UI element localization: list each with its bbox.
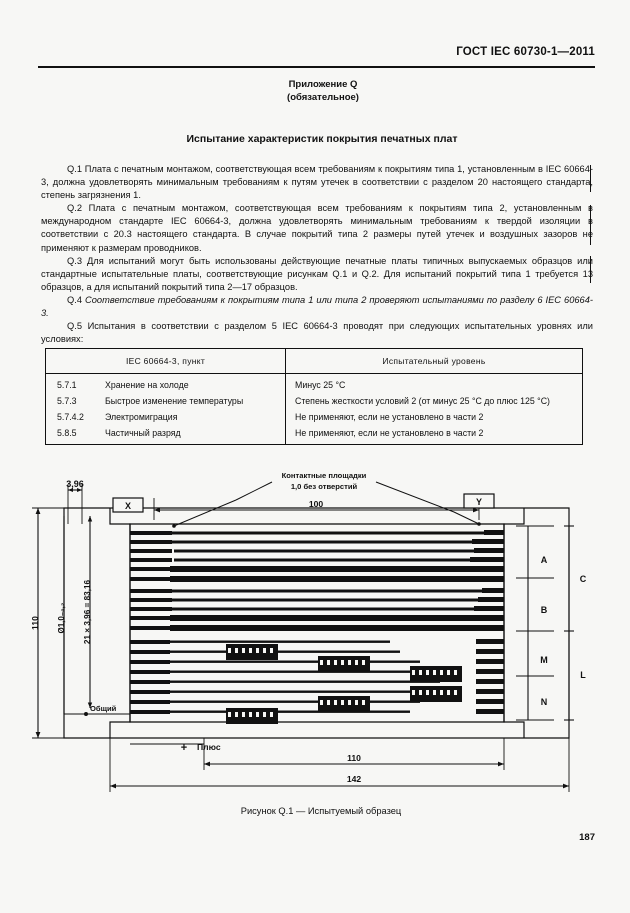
clause-number: 5.7.3 (57, 396, 77, 406)
clause-number: 5.8.5 (57, 428, 77, 438)
table-cell-clause: 5.8.5 Частичный разряд (46, 425, 286, 444)
label-pad-note-2: 1,0 без отверстий (291, 482, 358, 491)
header-rule (38, 66, 595, 68)
test-levels-table: IEC 60664-3, пункт Испытательный уровень… (45, 348, 583, 445)
arrow-head (154, 507, 160, 513)
table-cell-clause: 5.7.1 Хранение на холоде (46, 373, 286, 393)
figure-q1-drawing: 3,96 Контактные площадки 1,0 без отверст… (24, 468, 609, 798)
annex-heading: Приложение Q (обязательное) (0, 78, 630, 104)
label-common: Общий (90, 704, 117, 713)
pad-leader-left-2 (173, 499, 237, 527)
table-cell-level: Минус 25 °C (295, 380, 346, 390)
label-pitch-stack: 21 × 3,96 = 83,16 (83, 579, 92, 644)
table-cell-clause: 5.7.4.2 Электромиграция (46, 409, 286, 425)
arrow-head (87, 702, 93, 708)
label-length-142: 142 (347, 774, 362, 784)
arrow-head (563, 783, 569, 789)
change-bar (590, 205, 592, 245)
label-pitch-top: 3,96 (66, 479, 84, 489)
clause-name: Электромиграция (105, 412, 178, 422)
arrow-head (68, 488, 73, 492)
label-plus: Плюс (197, 742, 221, 752)
table-cell-level: Не применяют, если не установлено в част… (295, 412, 484, 422)
label-marker-x: X (125, 501, 131, 511)
paragraph-q4: Q.4 Соответствие требованиям к покрытиям… (41, 294, 593, 320)
arrow-head (110, 783, 116, 789)
paragraph-q2: Q.2 Плата с печатным монтажом, соответст… (41, 203, 593, 253)
table-header-row: IEC 60664-3, пункт Испытательный уровень (46, 349, 582, 374)
label-length-110: 110 (347, 753, 361, 763)
label-width-100: 100 (309, 499, 324, 509)
pad-leader-left (235, 481, 273, 501)
annex-subtitle: (обязательное) (287, 92, 359, 103)
document-header: ГОСТ IEC 60730-1—2011 (456, 46, 595, 58)
table-header-level: Испытательный уровень (285, 349, 582, 374)
arrow-head (204, 761, 210, 767)
clause-number: 5.7.4.2 (57, 412, 84, 422)
paragraph-q4-lead: Q.4 (67, 294, 86, 305)
label-height-110: 110 (30, 616, 40, 630)
marker-box-x (112, 497, 144, 513)
leader-dot (172, 524, 176, 528)
arrow-head (473, 507, 479, 513)
marker-box-y (463, 493, 495, 509)
label-region-c: C (580, 574, 587, 584)
table-row: 5.7.4.2 Электромиграция Не применяют, есл… (46, 409, 582, 425)
change-bar (590, 256, 592, 283)
common-dot (84, 712, 88, 716)
clause-name: Хранение на холоде (105, 380, 189, 390)
table-cell-level: Не применяют, если не установлено в част… (295, 428, 484, 438)
arrow-head (498, 761, 504, 767)
table-header-clause: IEC 60664-3, пункт (46, 349, 286, 374)
pcb-test-specimen-drawing: 3,96 Контактные площадки 1,0 без отверст… (30, 471, 587, 792)
label-hole-tolerance: Ø1,0₋₀,₂ (57, 602, 66, 633)
label-region-n: N (541, 697, 548, 707)
clause-name: Быстрое изменение температуры (105, 396, 244, 406)
label-region-m: M (540, 655, 548, 665)
paragraph-q3: Q.3 Для испытаний могут быть использован… (41, 255, 593, 292)
table-row: 5.7.3 Быстрое изменение температуры Степе… (46, 393, 582, 409)
label-region-b: B (541, 605, 548, 615)
leader-dot (477, 522, 481, 526)
arrow-head (35, 508, 41, 514)
conductor-tracks-lower (130, 639, 504, 714)
clause-number: 5.7.1 (57, 380, 77, 390)
paragraph-q5: Q.5 Испытания в соответствии с разделом … (41, 321, 593, 345)
table-cell-level: Степень жесткости условий 2 (от минус 25… (295, 396, 550, 406)
label-region-l: L (580, 670, 586, 680)
clause-name: Частичный разряд (105, 428, 181, 438)
label-region-a: A (541, 555, 548, 565)
plus-symbol-icon: + (181, 742, 187, 754)
body-text: Q.1 Плата с печатным монтажом, соответст… (41, 163, 593, 346)
table-cell-clause: 5.7.3 Быстрое изменение температуры (46, 393, 286, 409)
page-title: Испытание характеристик покрытия печатны… (186, 133, 458, 145)
change-bar (590, 165, 592, 192)
arrow-head (35, 732, 41, 738)
table-row: 5.8.5 Частичный разряд Не применяют, если… (46, 425, 582, 444)
paragraph-q4-text: Соответствие требованиям к покрытиям тип… (41, 294, 593, 319)
table-row: 5.7.1 Хранение на холоде Минус 25 °C (46, 373, 582, 393)
interdigitated-test-patterns (226, 644, 462, 724)
arrow-head (77, 488, 82, 492)
label-pad-note-1: Контактные площадки (282, 471, 367, 480)
paragraph-q1: Q.1 Плата с печатным монтажом, соответст… (41, 164, 593, 201)
figure-caption: Рисунок Q.1 — Испытуемый образец (240, 806, 402, 816)
annex-title: Приложение Q (288, 79, 358, 90)
pad-leader-right (375, 481, 480, 525)
pcb-body (129, 523, 505, 723)
board-right-step (503, 508, 525, 738)
page-number: 187 (579, 832, 595, 843)
label-marker-y: Y (476, 497, 482, 507)
arrow-head (87, 516, 93, 522)
conductor-tracks-upper (130, 530, 504, 631)
